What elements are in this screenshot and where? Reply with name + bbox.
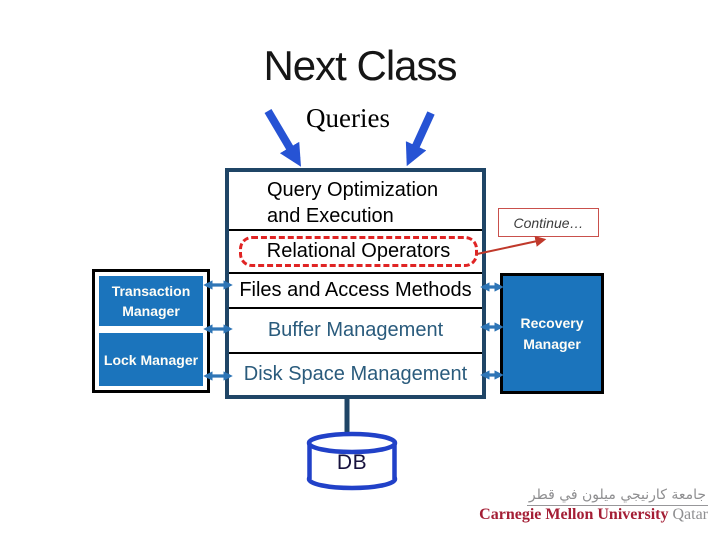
recovery-manager-label: Recovery Manager: [520, 314, 584, 352]
continue-callout-arrow: [476, 236, 547, 255]
stack-section-relational-operators: Relational Operators: [229, 229, 482, 272]
stack-section-label: Buffer Management: [267, 319, 444, 341]
logo-university-name: Carnegie Mellon University: [479, 506, 669, 523]
recovery-manager-box: Recovery Manager: [500, 273, 604, 394]
transaction-manager-box: Transaction Manager: [99, 276, 203, 326]
db-label: DB: [336, 451, 368, 474]
transaction-manager-label: Transaction Manager: [111, 283, 191, 319]
stack-section-buffer-management: Buffer Management: [229, 307, 482, 352]
queries-label: Queries: [306, 103, 390, 133]
stack-section-label: Files and Access Methods: [239, 279, 472, 301]
logo-arabic-text: جامعة كارنيجي ميلون في قطر: [526, 486, 708, 506]
stack-section-label: Query Optimization and Execution: [267, 179, 439, 227]
stack-section-label: Disk Space Management: [243, 363, 468, 385]
cmu-qatar-logo: جامعة كارنيجي ميلون في قطر Carnegie Mell…: [479, 486, 708, 524]
relational-operators-highlight-box: Relational Operators: [239, 236, 478, 267]
stack-section-files-access-methods: Files and Access Methods: [229, 272, 482, 307]
stack-section-query-optimization: Query Optimization and Execution: [229, 172, 482, 229]
stack-section-disk-space-management: Disk Space Management: [229, 352, 482, 395]
stack-section-label: Relational Operators: [266, 240, 451, 262]
left-manager-group: Transaction Manager Lock Manager: [92, 269, 210, 393]
logo-campus-name: Qatar: [672, 506, 708, 523]
lock-manager-box: Lock Manager: [99, 333, 203, 386]
continue-callout: Continue…: [498, 208, 599, 237]
page-title: Next Class: [263, 42, 457, 89]
dbms-stack: Query Optimization and Execution Relatio…: [225, 168, 486, 399]
continue-label: Continue…: [513, 214, 584, 231]
lock-manager-label: Lock Manager: [103, 351, 199, 368]
